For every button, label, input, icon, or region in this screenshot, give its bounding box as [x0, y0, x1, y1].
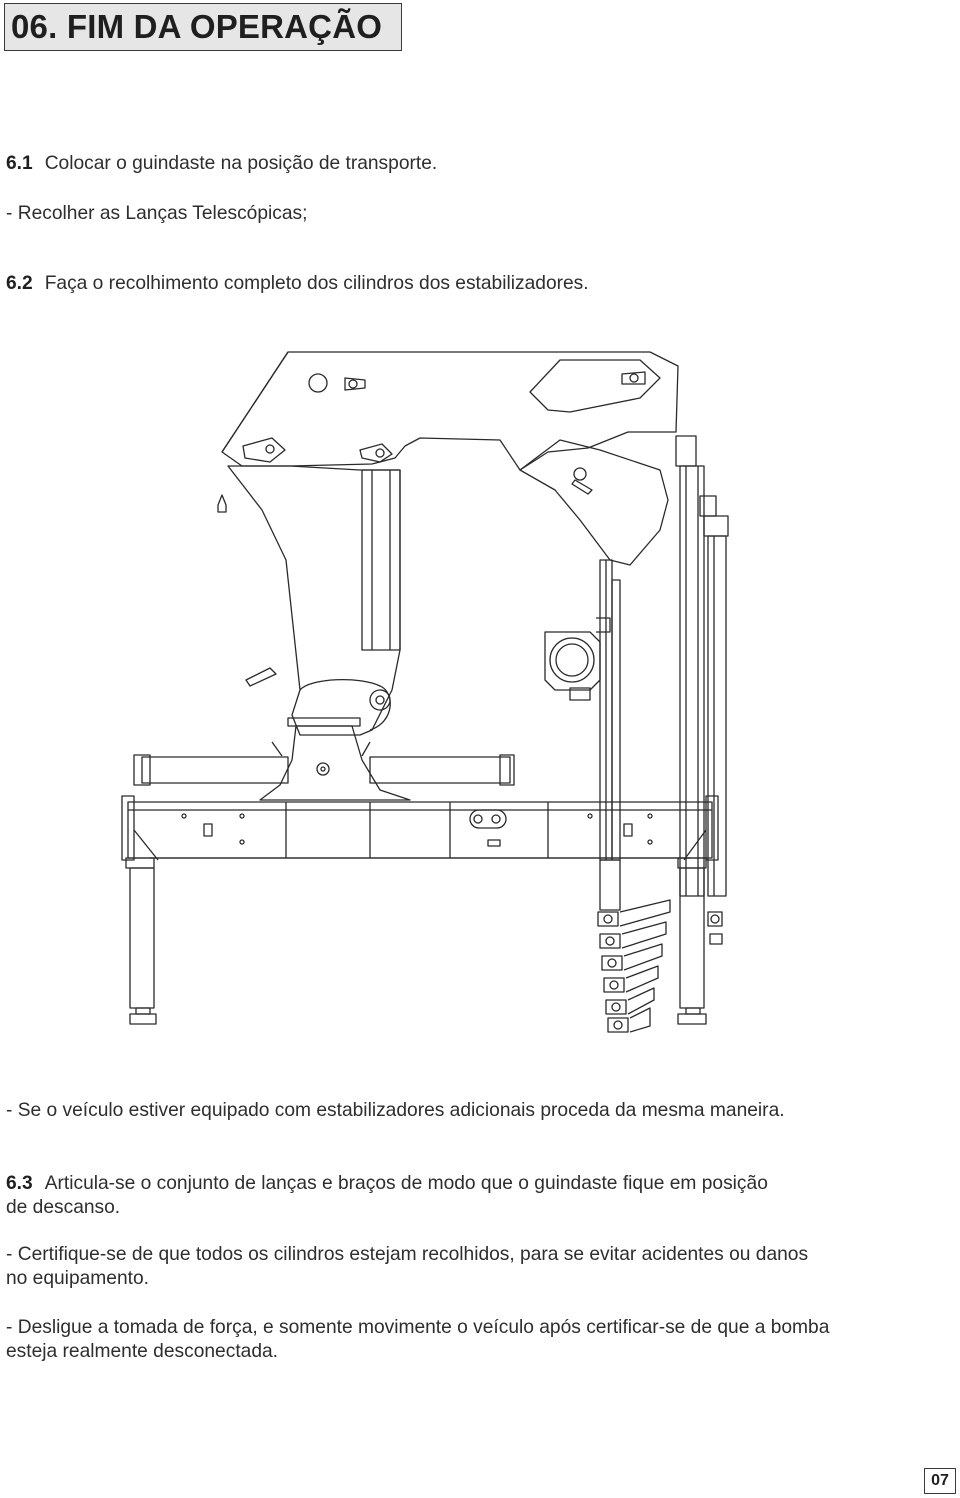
- upper-arm: [221, 351, 679, 471]
- step-6-3-cont: de descanso.: [6, 1197, 121, 1218]
- motor-block: [544, 617, 611, 701]
- telescopic-boom: [599, 435, 729, 897]
- link-arm: [519, 439, 669, 566]
- cylinders-check-l2: no equipamento.: [6, 1268, 149, 1289]
- step-6-3: 6.3 Articula-se o conjunto de lanças e br…: [6, 1172, 768, 1196]
- section-title: 06. FIM DA OPERAÇÃO: [11, 8, 383, 45]
- stabilizer-legs: [125, 857, 707, 1025]
- additional-stabilizers-note: - Se o veículo estiver equipado com esta…: [6, 1100, 785, 1121]
- stabilizer-tubes: [133, 754, 515, 786]
- boom-sections: [597, 859, 723, 1033]
- step-6-2: 6.2 Faça o recolhimento completo dos cili…: [6, 272, 589, 296]
- section-title-box: 06. FIM DA OPERAÇÃO: [4, 3, 402, 51]
- crane-base: [259, 717, 411, 801]
- pto-note-l1: - Desligue a tomada de força, e somente …: [6, 1317, 830, 1338]
- step-6-1: 6.1 Colocar o guindaste na posição de tra…: [6, 152, 437, 176]
- main-column: [217, 465, 401, 736]
- step-number: 6.1: [6, 153, 33, 174]
- step-text: Colocar o guindaste na posição de transp…: [44, 153, 438, 174]
- chassis-frame: [121, 795, 719, 861]
- step-text: Faça o recolhimento completo dos cilindr…: [44, 273, 589, 294]
- step-text: Articula-se o conjunto de lanças e braço…: [44, 1173, 768, 1194]
- pto-note-l2: esteja realmente desconectada.: [6, 1341, 278, 1362]
- page-number: 07: [924, 1468, 956, 1494]
- step-number: 6.2: [6, 273, 33, 294]
- step-6-1-bullet: - Recolher as Lanças Telescópicas;: [6, 203, 308, 224]
- step-number: 6.3: [6, 1173, 33, 1194]
- cylinders-check-l1: - Certifique-se de que todos os cilindro…: [6, 1244, 809, 1265]
